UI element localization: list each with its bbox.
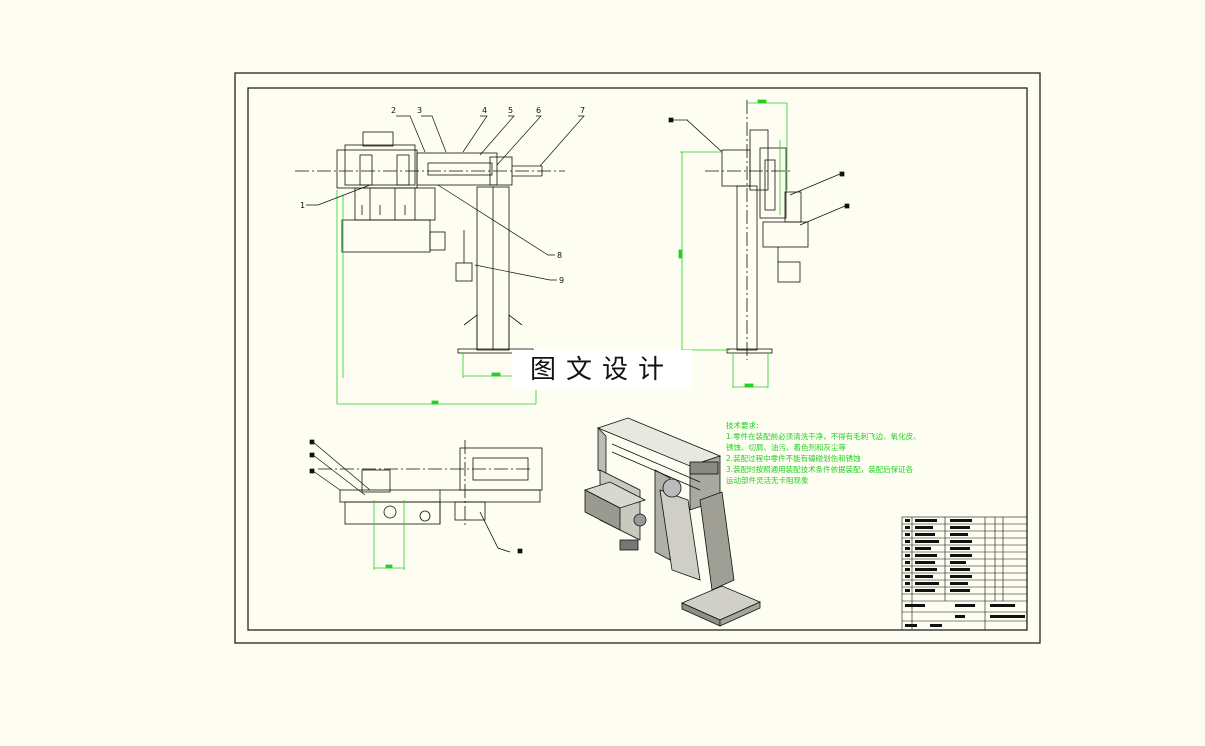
leader-label: 5 [508,106,513,115]
notes-title: 技术要求: [726,421,759,430]
top-view-leaders [309,439,523,554]
side-view-dimensions [678,99,788,388]
isometric-view [583,417,762,627]
notes-line: 1.零件在装配前必须清洗干净，不得有毛刺飞边、氧化皮、 [726,432,921,441]
leader-label: 4 [482,106,487,115]
title-block-text [905,519,1025,627]
leader-label: 9 [559,276,564,285]
watermark-text: 图文设计 [512,350,692,390]
title-block [901,516,1028,631]
technical-requirements: 技术要求: 1.零件在装配前必须清洗干净，不得有毛刺飞边、氧化皮、 锈蚀、切屑、… [726,420,986,486]
leader-label: 8 [557,251,562,260]
side-view [686,100,809,360]
notes-line: 运动部件灵活无卡阻现象 [726,476,809,485]
notes-line: 3.装配时按照通用装配技术条件依据装配，装配后保证各 [726,465,914,474]
front-view-dimensions [336,190,537,405]
part-leaders [306,115,585,281]
leader-labels: 2 3 4 5 6 7 1 8 9 [300,106,585,285]
notes-line: 锈蚀、切屑、油污、着色剂和灰尘等 [726,443,846,452]
leader-label: 1 [300,201,305,210]
top-view [318,440,543,553]
outer-border [234,72,1041,644]
top-view-dimensions [373,500,405,570]
front-view [295,131,565,354]
inner-border [247,87,1028,631]
leader-label: 3 [417,106,422,115]
notes-line: 2.装配过程中零件不能有磕碰划伤和锈蚀 [726,454,861,463]
leader-label: 6 [536,106,541,115]
side-view-leaders [668,117,850,226]
leader-label: 7 [580,106,585,115]
leader-label: 2 [391,106,396,115]
